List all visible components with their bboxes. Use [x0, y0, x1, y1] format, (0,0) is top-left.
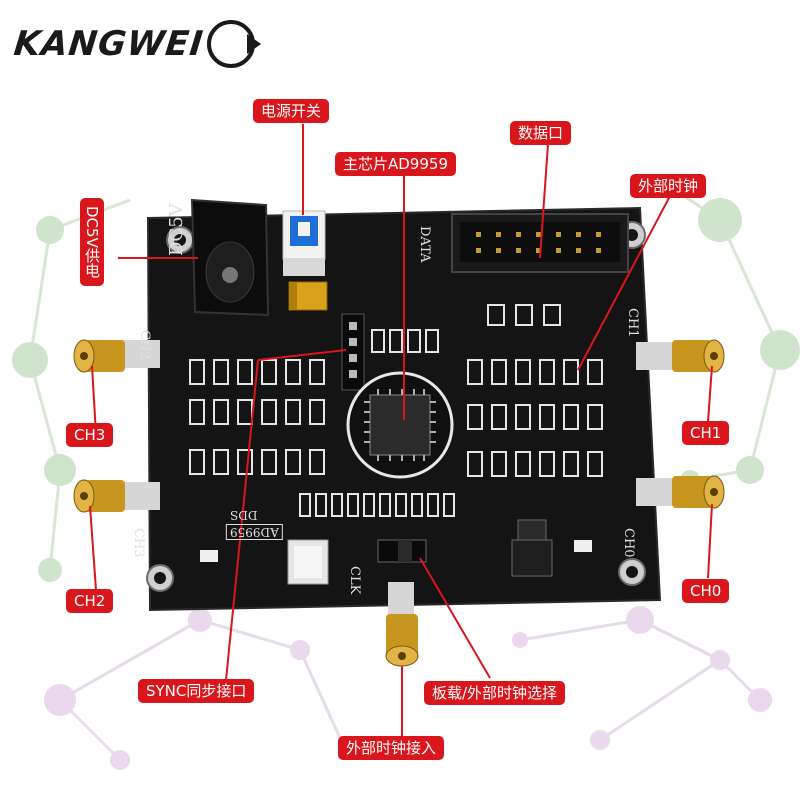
silk-ch0-label: CH0 — [621, 528, 636, 558]
callout-data-port: 数据口 — [510, 121, 572, 145]
silk-ch1-label: CH1 — [625, 308, 640, 338]
silk-ch2-label: CH2 — [137, 330, 152, 360]
callout-ch0: CH0 — [682, 579, 730, 603]
silk-dc-label: DC5V — [166, 203, 187, 256]
callout-power-switch: 电源开关 — [253, 99, 330, 123]
silk-model-label: AD9959 — [226, 524, 283, 540]
callout-dc-power: DC5V供电 — [80, 198, 104, 286]
callout-main-chip: 主芯片AD9959 — [335, 152, 456, 176]
silk-clk-label: CLK — [347, 566, 362, 595]
callout-ext-clock-in: 外部时钟接入 — [338, 736, 445, 760]
callout-sync-port: SYNC同步接口 — [138, 679, 255, 703]
brand-mark-icon — [207, 20, 262, 68]
callout-ext-clock: 外部时钟 — [630, 174, 707, 198]
callout-ch2: CH2 — [66, 589, 114, 613]
brand-logo: KANGWEI — [12, 14, 262, 74]
silk-ch3-label: CH3 — [131, 528, 146, 558]
silk-dds-label: DDS — [230, 508, 258, 522]
callout-clock-select: 板载/外部时钟选择 — [424, 681, 566, 705]
silk-data-label: DATA — [417, 226, 432, 263]
callout-ch3: CH3 — [66, 423, 114, 447]
callout-ch1: CH1 — [682, 421, 730, 445]
